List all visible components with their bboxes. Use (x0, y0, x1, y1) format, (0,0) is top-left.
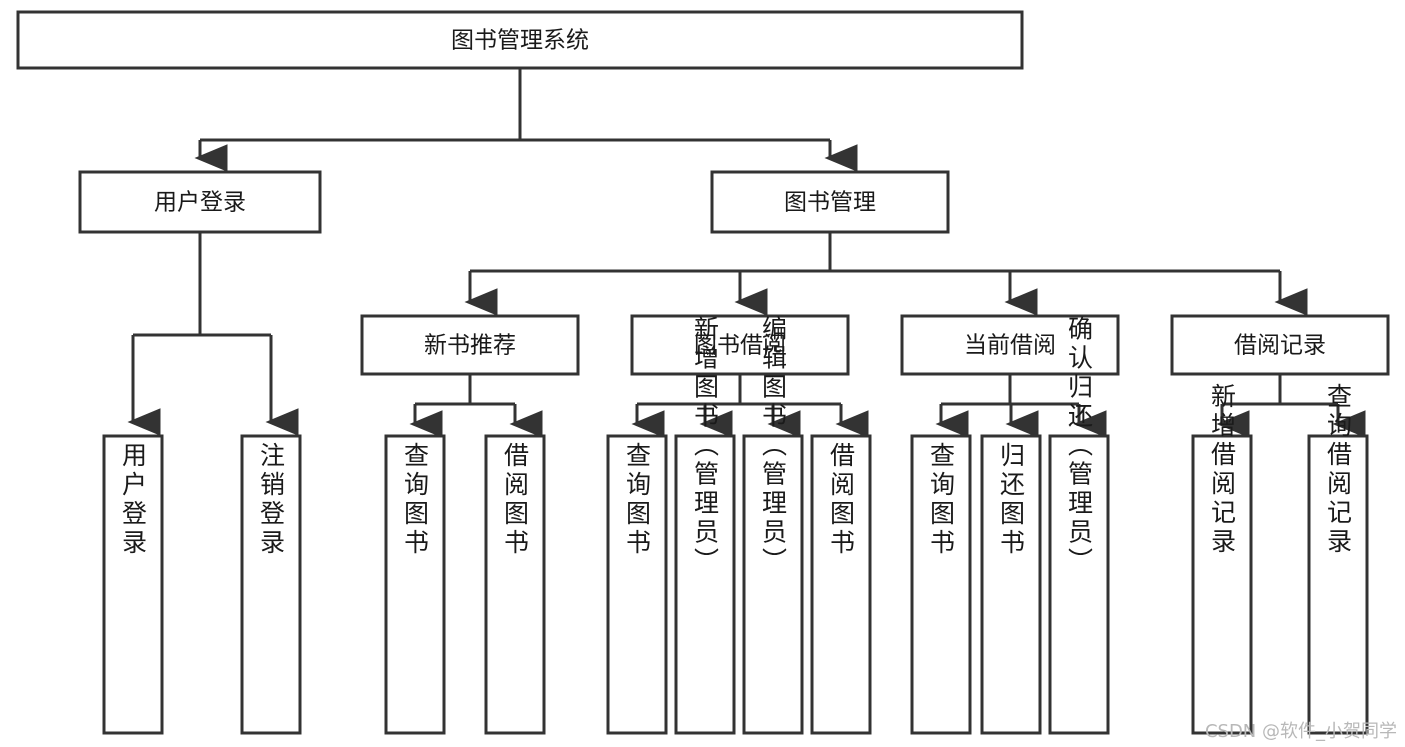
leaf-borrow-records-0[interactable]: 新增借阅记录 (1191, 383, 1253, 735)
connector-book-borrow-to-leaves (631, 374, 869, 438)
node-root-box[interactable] (16, 10, 1024, 70)
node-new-book-recommend[interactable]: 新书推荐 (360, 314, 580, 376)
leaf-borrow-records-1-label: 查询借阅记录 (1324, 383, 1353, 557)
node-user-login[interactable]: 用户登录 (78, 170, 322, 234)
connector-book-management-to-level3 (464, 232, 1308, 316)
leaf-borrow-records-1[interactable]: 查询借阅记录 (1307, 383, 1369, 735)
node-new-book-recommend-box[interactable] (360, 314, 580, 376)
leaf-book-borrow-3[interactable]: 借阅图书 (810, 434, 872, 735)
leaf-user-login-1-box[interactable] (240, 434, 302, 735)
leaf-current-borrow-2-box[interactable] (1048, 434, 1110, 735)
node-user-login-label: 用户登录 (154, 190, 246, 216)
node-root[interactable]: 图书管理系统 (16, 10, 1024, 70)
node-user-login-box[interactable] (78, 170, 322, 234)
leaf-current-borrow-2-label: 确认归还（管理员） (1065, 316, 1094, 577)
leaf-borrow-records-1-box[interactable] (1307, 434, 1369, 735)
node-new-book-recommend-label: 新书推荐 (424, 333, 516, 359)
leaf-new-book-recommend-1-box[interactable] (484, 434, 546, 735)
node-book-borrow[interactable]: 图书借阅 (630, 314, 850, 376)
leaf-book-borrow-3-box[interactable] (810, 434, 872, 735)
leaf-current-borrow-1-label: 归还图书 (997, 442, 1026, 558)
node-borrow-records-label: 借阅记录 (1234, 333, 1326, 359)
leaf-book-borrow-1[interactable]: 新增图书（管理员） (674, 316, 736, 735)
connector-borrow-records-to-leaves (1216, 374, 1366, 438)
node-borrow-records-box[interactable] (1170, 314, 1390, 376)
leaf-borrow-records-0-box[interactable] (1191, 434, 1253, 735)
node-book-management-label: 图书管理 (784, 190, 876, 216)
connector-current-borrow-to-leaves (935, 374, 1107, 438)
leaf-new-book-recommend-1-label: 借阅图书 (501, 442, 530, 558)
leaf-user-login-1[interactable]: 注销登录 (240, 434, 302, 735)
node-borrow-records[interactable]: 借阅记录 (1170, 314, 1390, 376)
leaf-user-login-0[interactable]: 用户登录 (102, 434, 164, 735)
connector-user-login-to-leaves (127, 232, 299, 436)
leaf-borrow-records-0-label: 新增借阅记录 (1208, 383, 1237, 557)
leaf-book-borrow-2-box[interactable] (742, 434, 804, 735)
leaf-user-login-0-label: 用户登录 (119, 442, 148, 558)
connector-root-to-level2 (194, 68, 858, 172)
leaf-current-borrow-1[interactable]: 归还图书 (980, 434, 1042, 735)
leaf-book-borrow-1-box[interactable] (674, 434, 736, 735)
leaf-current-borrow-2[interactable]: 确认归还（管理员） (1048, 316, 1110, 735)
leaf-book-borrow-0[interactable]: 查询图书 (606, 434, 668, 735)
node-current-borrow-label: 当前借阅 (964, 333, 1056, 359)
leaf-current-borrow-0-box[interactable] (910, 434, 972, 735)
node-root-label: 图书管理系统 (451, 28, 589, 54)
leaf-current-borrow-1-box[interactable] (980, 434, 1042, 735)
node-book-borrow-label: 图书借阅 (694, 333, 786, 359)
connector-new-book-recommend-to-leaves (409, 374, 543, 438)
leaf-user-login-1-label: 注销登录 (257, 442, 286, 558)
leaf-new-book-recommend-1[interactable]: 借阅图书 (484, 434, 546, 735)
leaf-book-borrow-2-label: 编辑图书（管理员） (759, 316, 788, 577)
leaf-new-book-recommend-0-label: 查询图书 (401, 442, 430, 558)
leaf-current-borrow-0-label: 查询图书 (927, 442, 956, 558)
node-book-management[interactable]: 图书管理 (710, 170, 950, 234)
csdn-watermark: CSDN @软件_小贺同学 (1204, 721, 1397, 742)
leaf-book-borrow-2[interactable]: 编辑图书（管理员） (742, 316, 804, 735)
leaf-user-login-0-box[interactable] (102, 434, 164, 735)
leaf-new-book-recommend-0-box[interactable] (384, 434, 446, 735)
leaf-book-borrow-0-label: 查询图书 (623, 442, 652, 558)
leaf-new-book-recommend-0[interactable]: 查询图书 (384, 434, 446, 735)
leaf-book-borrow-3-label: 借阅图书 (827, 442, 856, 558)
leaf-book-borrow-1-label: 新增图书（管理员） (691, 316, 720, 577)
leaf-current-borrow-0[interactable]: 查询图书 (910, 434, 972, 735)
leaf-book-borrow-0-box[interactable] (606, 434, 668, 735)
